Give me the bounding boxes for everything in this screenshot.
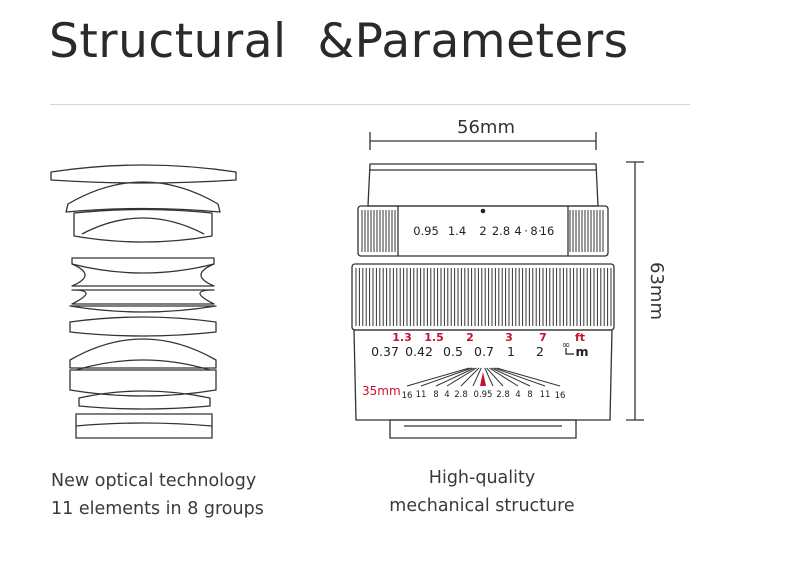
meter-value: 2 xyxy=(536,344,544,359)
aperture-value: 16 xyxy=(540,224,555,238)
lens-body xyxy=(351,163,615,439)
aperture-value: 2.8 xyxy=(492,224,510,238)
meter-value: 0.42 xyxy=(405,344,433,359)
dof-value: 4 xyxy=(515,390,520,400)
lens-element-7 xyxy=(69,316,217,337)
dof-line xyxy=(496,367,561,387)
focal-length-label: 35mm xyxy=(362,384,401,398)
optical-caption-line-2: 11 elements in 8 groups xyxy=(51,499,264,519)
meter-value: 1 xyxy=(507,344,515,359)
aperture-ring-grip-right xyxy=(569,210,604,252)
dof-value: 0.95 xyxy=(474,390,493,400)
aperture-value: 8 xyxy=(530,224,537,238)
dof-value: 8 xyxy=(527,390,532,400)
height-dimension-label: 63mm xyxy=(646,262,667,320)
dof-line xyxy=(491,367,531,387)
meter-unit: m xyxy=(575,344,588,359)
dof-value: 4 xyxy=(444,390,449,400)
feet-value: 7 xyxy=(539,331,547,344)
optical-caption: New optical technology 11 elements in 8 … xyxy=(51,467,264,523)
feet-value: 1.3 xyxy=(392,331,412,344)
title-divider xyxy=(50,104,690,105)
dof-line xyxy=(472,367,482,387)
width-dimension xyxy=(369,132,597,150)
feet-value: 1.5 xyxy=(424,331,444,344)
scale-barrel xyxy=(353,329,613,421)
aperture-scale: 0.95 1.4 2 2.8 4 · 8 · 16 xyxy=(413,224,554,238)
lens-mount xyxy=(389,419,577,439)
aperture-value: 4 xyxy=(514,224,521,238)
dof-line xyxy=(484,367,494,387)
focus-scale-meters: 0.37 0.42 0.5 0.7 1 2 xyxy=(371,344,544,359)
dof-value: 2.8 xyxy=(496,390,510,400)
aperture-ring xyxy=(357,205,609,257)
focus-index-marker xyxy=(480,372,486,386)
page-title: Structural &Parameters xyxy=(49,14,629,69)
aperture-separator: · xyxy=(538,224,542,238)
dof-value: 11 xyxy=(540,390,551,400)
depth-of-field-scale: 16 11 8 4 2.8 0.95 2.8 4 8 11 16 xyxy=(402,390,566,401)
lens-element-5 xyxy=(71,289,215,305)
lens-element-11-inner xyxy=(75,422,213,427)
dof-line xyxy=(460,367,480,387)
dof-line xyxy=(406,367,470,387)
feet-unit: ft xyxy=(575,331,585,344)
mechanical-caption-line-2: mechanical structure xyxy=(389,496,575,516)
dof-value: 2.8 xyxy=(454,390,468,400)
aperture-separator: · xyxy=(524,224,528,238)
lens-element-9-inner xyxy=(75,359,211,371)
focus-ring xyxy=(351,263,615,331)
lens-element-1 xyxy=(50,164,237,184)
mechanical-caption-line-1: High-quality xyxy=(428,468,536,488)
lens-element-8 xyxy=(69,338,217,369)
lens-element-11 xyxy=(75,413,213,439)
dof-value: 16 xyxy=(402,391,413,401)
aperture-value: 1.4 xyxy=(448,224,466,238)
dof-line xyxy=(420,367,473,387)
lens-element-10 xyxy=(78,390,211,410)
meter-value: 0.37 xyxy=(371,344,399,359)
mechanical-caption: High-quality mechanical structure xyxy=(380,464,584,520)
lens-element-4-line xyxy=(71,263,215,274)
focus-scale-feet: 1.3 1.5 2 3 7 ft xyxy=(392,331,585,344)
infinity-symbol: ∞ xyxy=(562,340,570,351)
lens-element-4 xyxy=(71,257,215,287)
dof-value: 8 xyxy=(433,390,438,400)
dof-value: 16 xyxy=(555,391,566,401)
lens-element-2 xyxy=(65,181,221,213)
dof-line xyxy=(486,367,504,387)
lens-element-3-inner xyxy=(81,217,205,235)
optical-structure-diagram xyxy=(50,164,237,439)
depth-of-field-lines xyxy=(406,367,561,387)
feet-value: 2 xyxy=(466,331,474,344)
width-dimension-label: 56mm xyxy=(457,117,515,138)
lens-element-3 xyxy=(73,208,213,243)
dof-line xyxy=(493,367,546,387)
dof-value: 11 xyxy=(416,390,427,400)
infinity-bracket xyxy=(565,348,574,355)
aperture-value: 0.95 xyxy=(413,224,439,238)
aperture-index-dot xyxy=(480,208,486,214)
dof-line xyxy=(489,367,519,387)
optical-caption-line-1: New optical technology xyxy=(51,471,257,491)
meter-value: 0.5 xyxy=(443,344,463,359)
dof-line xyxy=(435,367,475,387)
aperture-ring-grip-left xyxy=(361,210,396,252)
feet-value: 3 xyxy=(505,331,513,344)
dof-line xyxy=(446,367,477,387)
aperture-value: 2 xyxy=(479,224,486,238)
focus-ring-grip xyxy=(355,268,612,326)
lens-element-9 xyxy=(69,369,217,397)
meter-value: 0.7 xyxy=(474,344,494,359)
height-dimension xyxy=(626,161,644,421)
lens-element-6 xyxy=(69,305,217,313)
